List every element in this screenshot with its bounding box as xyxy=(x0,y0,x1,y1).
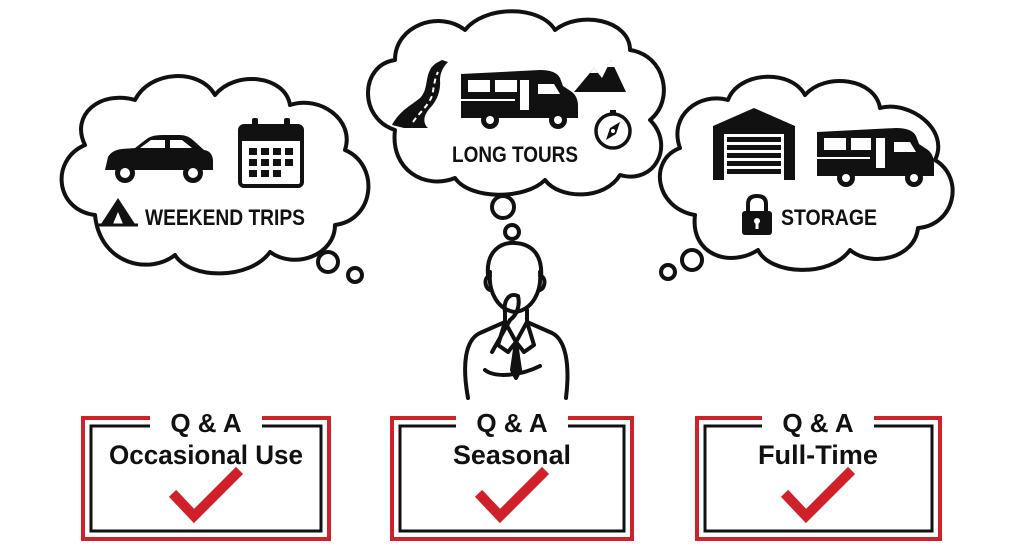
cloud-long-tours: LONG TOURS xyxy=(366,9,666,241)
cloud-shape xyxy=(59,74,371,276)
box-heading: Q & A xyxy=(170,408,241,438)
box-heading: Q & A xyxy=(782,408,853,438)
checkmark-icon xyxy=(474,466,550,524)
box-frame-outer xyxy=(81,416,331,541)
cloud-weekend-trips: WEEKEND TRIPS xyxy=(59,74,371,284)
box-frame-outer xyxy=(390,416,634,541)
thought-bubble-small xyxy=(490,194,516,220)
box-top-gap xyxy=(456,410,568,432)
garage-icon xyxy=(713,108,795,180)
box-top-gap xyxy=(150,410,262,432)
thought-bubble-tiny xyxy=(346,266,364,284)
box-title: Seasonal xyxy=(453,440,571,470)
thought-bubble-small xyxy=(316,250,340,274)
cloud-label-long-tours: LONG TOURS xyxy=(452,142,578,167)
qa-box-seasonal: Q & A Seasonal xyxy=(390,408,634,541)
thought-bubble-small xyxy=(680,248,704,272)
motorhome-icon xyxy=(461,70,578,129)
cloud-label-weekend-trips: WEEKEND TRIPS xyxy=(145,205,305,230)
qa-box-full-time: Q & A Full-Time xyxy=(695,408,942,541)
road-icon xyxy=(392,60,448,128)
calendar-icon xyxy=(238,118,304,188)
motorhome-icon xyxy=(817,128,934,187)
thought-bubble-tiny xyxy=(503,223,521,241)
thought-bubble-tiny xyxy=(659,263,677,281)
mountains-icon xyxy=(574,60,626,92)
box-frame-outer xyxy=(695,416,942,541)
padlock-icon xyxy=(742,193,772,235)
checkmark-icon xyxy=(780,466,856,524)
tent-icon xyxy=(98,198,138,227)
box-heading: Q & A xyxy=(476,408,547,438)
qa-box-occasional-use: Q & A Occasional Use xyxy=(81,408,331,541)
car-icon xyxy=(105,135,213,183)
cloud-label-storage: STORAGE xyxy=(781,205,877,230)
thinking-man-icon xyxy=(463,240,570,400)
compass-icon xyxy=(594,110,632,150)
box-top-gap xyxy=(762,410,874,432)
cloud-storage: STORAGE xyxy=(657,74,955,281)
box-title: Occasional Use xyxy=(109,440,303,470)
checkmark-icon xyxy=(168,466,244,524)
box-title: Full-Time xyxy=(758,440,878,470)
